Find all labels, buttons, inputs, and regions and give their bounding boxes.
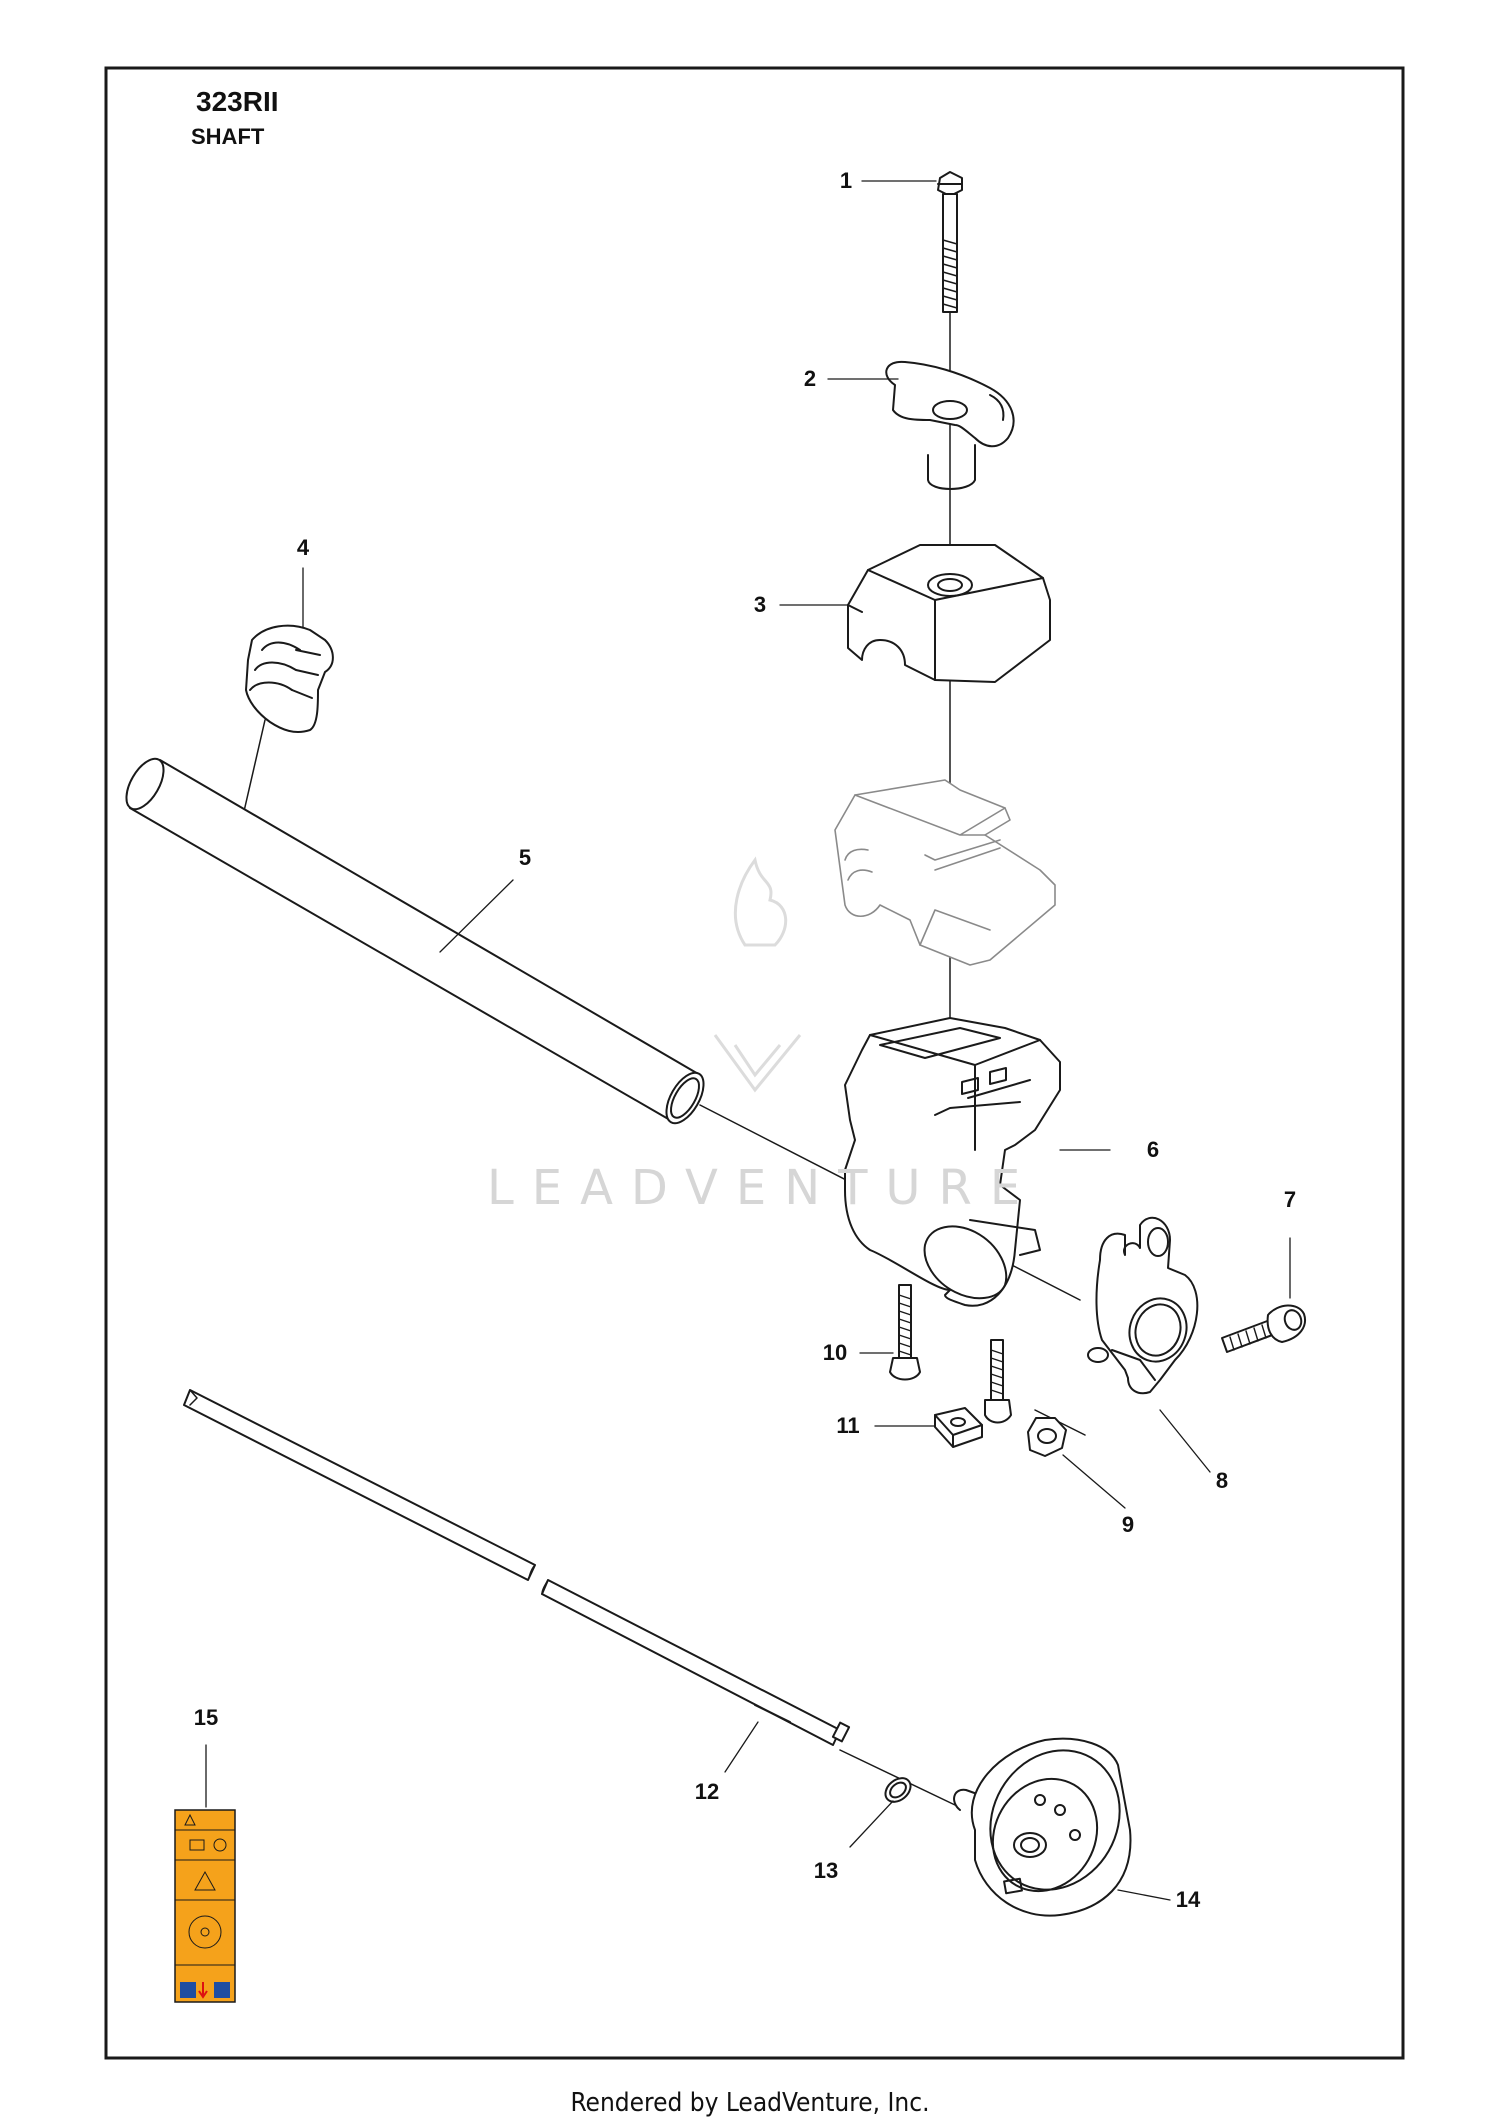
callout-15: 15 (193, 1705, 219, 1730)
callout-6: 6 (1146, 1137, 1160, 1162)
callout-10: 10 (822, 1340, 848, 1365)
callout-3: 3 (753, 592, 767, 617)
part-14-clutch-drum (953, 1737, 1132, 1917)
part-5-tube (125, 757, 705, 1125)
part-12-drive-shaft (183, 1389, 851, 1746)
part-7-bolt (1221, 1304, 1306, 1353)
part-1-bolt (937, 171, 963, 313)
callout-12: 12 (694, 1779, 720, 1804)
leadventure-watermark-logo (713, 856, 802, 1093)
callout-14: 14 (1175, 1887, 1201, 1912)
callout-1: 1 (839, 168, 853, 193)
part-10-screw (889, 1284, 921, 1381)
model-title: 323RII (196, 86, 279, 117)
callout-8: 8 (1215, 1468, 1229, 1493)
callout-9: 9 (1121, 1512, 1135, 1537)
watermark-text: LEADVENTURE (487, 1160, 1039, 1216)
part-4-damper (245, 624, 334, 733)
part-8-bracket (1087, 1216, 1199, 1395)
part-15-warning-label (174, 1809, 236, 2003)
callout-5: 5 (518, 845, 532, 870)
callout-11: 11 (836, 1413, 860, 1438)
ghost-clamp-lower-insert (834, 779, 1056, 966)
callout-13: 13 (813, 1858, 839, 1883)
leader-lines (205, 180, 1291, 1901)
part-2-wing-nut (885, 360, 1015, 490)
callout-4: 4 (296, 535, 310, 560)
part-10-screw-secondary (984, 1339, 1012, 1424)
callout-2: 2 (803, 366, 817, 391)
part-6-housing (844, 1017, 1061, 1307)
footer-credit: Rendered by LeadVenture, Inc. (570, 2088, 930, 2118)
part-3-clamp-top (847, 544, 1051, 683)
part-4-axis (241, 719, 266, 821)
drawing-frame (104, 66, 1405, 2060)
part-11-square-nut (934, 1407, 983, 1448)
drive-shaft-axis (839, 1749, 956, 1806)
part-9-hex-nut (1027, 1417, 1067, 1457)
callout-7: 7 (1283, 1187, 1297, 1212)
part-13-washer (884, 1777, 912, 1803)
section-title: SHAFT (191, 124, 265, 149)
